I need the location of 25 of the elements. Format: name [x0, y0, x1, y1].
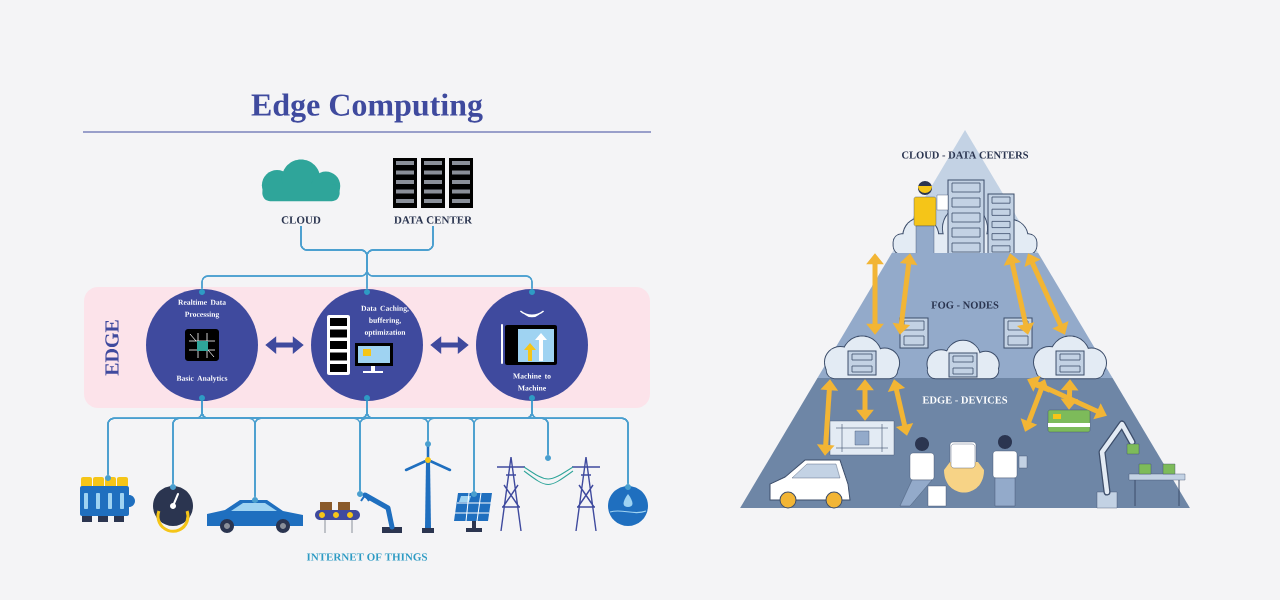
car-drawing	[769, 459, 851, 509]
power-line-drawing	[496, 455, 601, 532]
connector	[366, 225, 533, 290]
pyramid-tier: CLOUD - DATA CENTERS	[891, 130, 1039, 256]
gauge-drawing	[153, 484, 193, 533]
fog-cloud	[1033, 335, 1107, 380]
battery-drawing	[80, 475, 135, 522]
connector	[531, 400, 629, 485]
wind-turbine-drawing	[404, 441, 452, 533]
circuit-board-drawing	[829, 420, 895, 456]
water-drop-drawing	[608, 484, 648, 526]
person-drawing	[992, 435, 1028, 507]
connector	[1024, 253, 1069, 335]
caption-label: INTERNET OF THINGS	[306, 553, 428, 561]
icon-label: DATA CENTER	[394, 216, 473, 224]
car-drawing	[207, 497, 303, 533]
fog-cloud	[823, 335, 901, 380]
icon-label: CLOUD	[281, 216, 321, 224]
title: Edge Computing	[251, 93, 483, 123]
robot-arm-drawing	[1096, 420, 1186, 509]
solar-panel-drawing	[454, 491, 492, 532]
fog-cloud	[926, 339, 1000, 380]
robot-conveyor-drawing	[315, 491, 402, 534]
person-drawing	[899, 437, 947, 507]
card-drawing	[1047, 409, 1091, 433]
